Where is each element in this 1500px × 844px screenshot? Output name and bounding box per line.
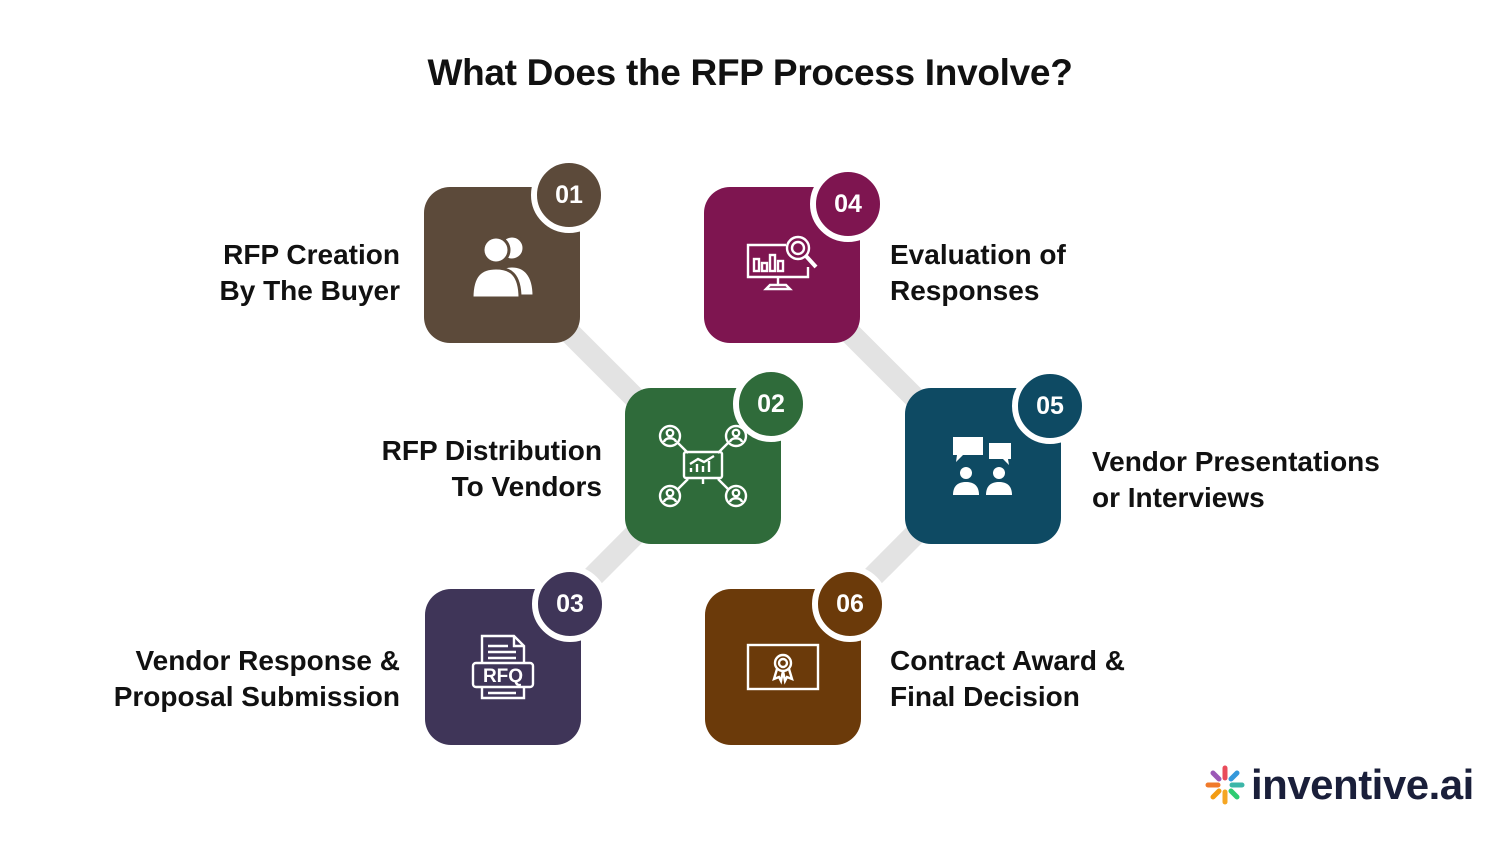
sparkle-logo-icon [1205,765,1245,805]
monitor-search-icon [746,235,818,291]
users-icon [470,234,536,300]
step-04-title: Evaluation of [890,239,1066,270]
rfq-icon-text: RFQ [483,666,523,687]
brand-logo: inventive.ai [1205,760,1474,810]
step-04-label: Evaluation of Responses [890,237,1066,309]
step-03-badge: 03 [532,566,608,642]
step-02-badge: 02 [733,366,809,442]
step-06-label: Contract Award & Final Decision [890,643,1125,715]
step-01-badge: 01 [531,157,607,233]
certificate-icon [746,643,820,691]
step-01-subtitle: By The Buyer [219,275,401,306]
network-icon [658,424,748,508]
step-02-label: RFP Distribution To Vendors [382,433,602,505]
step-06-title: Contract Award & [890,645,1125,676]
step-03-label: Vendor Response & Proposal Submission [114,643,400,715]
step-01-title: RFP Creation [223,239,400,270]
step-02-title: RFP Distribution [381,435,602,466]
step-05-label: Vendor Presentations or Interviews [1092,444,1380,516]
step-02-subtitle: To Vendors [451,471,602,502]
step-04-badge: 04 [810,166,886,242]
step-06-badge: 06 [812,566,888,642]
rfq-document-icon: RFQ [471,634,535,700]
brand-name: inventive.ai [1251,761,1474,808]
step-03-subtitle: Proposal Submission [113,681,400,712]
step-04-subtitle: Responses [890,275,1040,306]
step-05-title: Vendor Presentations [1092,446,1380,477]
presentation-icon [953,437,1012,495]
step-05-badge: 05 [1012,368,1088,444]
step-05-subtitle: or Interviews [1092,482,1265,513]
step-03-title: Vendor Response & [135,645,400,676]
step-06-subtitle: Final Decision [890,681,1080,712]
page-title: What Does the RFP Process Involve? [427,52,1073,93]
step-01-label: RFP Creation By The Buyer [220,237,401,309]
